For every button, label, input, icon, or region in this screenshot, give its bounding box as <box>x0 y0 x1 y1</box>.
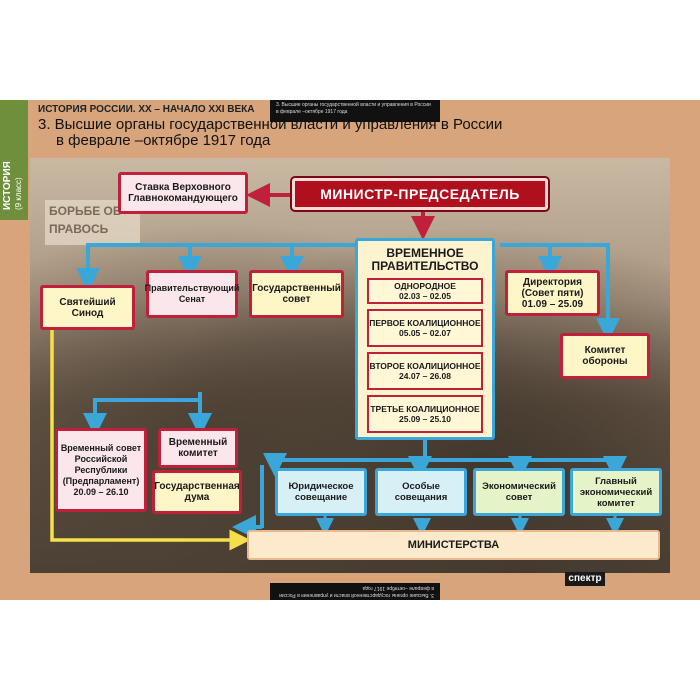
top-tag: 3. Высшие органы государственной власти … <box>270 100 440 122</box>
directoria-box: Директория (Совет пяти) 01.09 – 25.09 <box>505 270 600 316</box>
defense-committee-box: Комитет обороны <box>560 333 650 379</box>
vrem-sovet-box: Временный совет Российской Республики (П… <box>55 428 147 512</box>
page-title: 3. Высшие органы государственной власти … <box>38 117 558 149</box>
ministries-box: МИНИСТЕРСТВА <box>247 530 660 560</box>
gossovet-box: Государственный совет <box>249 270 344 318</box>
period-dates: 25.09 – 25.10 <box>399 414 451 424</box>
legal-council-box: Юридическое совещание <box>275 468 367 516</box>
special-councils-box: Особые совещания <box>375 468 467 516</box>
series-header: ИСТОРИЯ РОССИИ. XX – НАЧАЛО XXI ВЕКА <box>38 104 255 115</box>
period-box-3: ВТОРОЕ КОАЛИЦИОННОЕ 24.07 – 26.08 <box>367 352 483 390</box>
publisher-logo: спектр <box>565 572 605 586</box>
stavka-box: Ставка Верховного Главнокомандующего <box>118 172 248 214</box>
economic-council-box: Экономический совет <box>473 468 565 516</box>
photo-banner-text: БОРЬБЕ ОБ ПРАВОСЬ <box>45 200 140 245</box>
title-line-1: 3. Высшие органы государственной власти … <box>38 116 503 133</box>
provisional-government-title: ВРЕМЕННОЕ ПРАВИТЕЛЬСТВО <box>371 246 479 273</box>
period-name: ВТОРОЕ КОАЛИЦИОННОЕ <box>369 361 481 371</box>
period-name: ОДНОРОДНОЕ <box>394 281 456 291</box>
period-box-2: ПЕРВОЕ КОАЛИЦИОННОЕ 05.05 – 02.07 <box>367 309 483 347</box>
period-dates: 24.07 – 26.08 <box>399 371 451 381</box>
senat-box: Правительствующий Сенат <box>145 270 239 318</box>
period-dates: 05.05 – 02.07 <box>399 328 451 338</box>
subject-sidebar <box>0 100 28 220</box>
sinod-box: Святейший Синод <box>40 285 135 330</box>
main-economic-committee-box: Главный экономический комитет <box>570 468 662 516</box>
title-line-2: в феврале –октябре 1917 года <box>56 132 271 149</box>
minister-chairman-box: МИНИСТР-ПРЕДСЕДАТЕЛЬ <box>292 178 548 210</box>
temporary-committee-box: Временный комитет <box>158 428 238 468</box>
period-box-1: ОДНОРОДНОЕ 02.03 – 02.05 <box>367 278 483 304</box>
period-name: ПЕРВОЕ КОАЛИЦИОННОЕ <box>369 318 481 328</box>
period-dates: 02.03 – 02.05 <box>399 291 451 301</box>
bottom-tag: 3. Высшие органы государственной власти … <box>270 583 440 600</box>
period-name: ТРЕТЬЕ КОАЛИЦИОННОЕ <box>370 404 480 414</box>
period-box-4: ТРЕТЬЕ КОАЛИЦИОННОЕ 25.09 – 25.10 <box>367 395 483 433</box>
state-duma-box: Государственная дума <box>152 470 242 514</box>
